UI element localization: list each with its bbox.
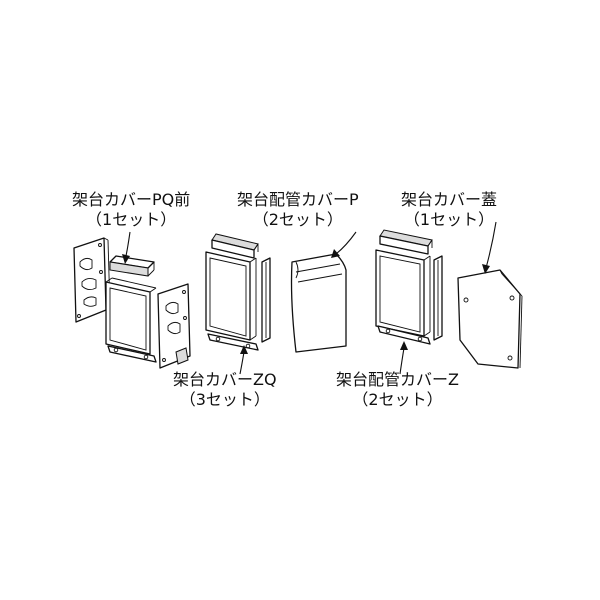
pipe-cover-z-side-strip	[433, 255, 443, 341]
zq-main-panel	[205, 251, 257, 341]
label-cover-zq-qty: （3セット）	[179, 390, 270, 409]
label-pq-front-name: 架台カバーPQ前	[72, 190, 191, 209]
pipe-cover-p-set	[290, 253, 347, 353]
pq-small-plate	[175, 347, 189, 365]
label-pipe-cover-z-name: 架台配管カバーZ	[336, 370, 459, 389]
label-pipe-cover-z-qty: （2セット）	[352, 390, 443, 409]
leader-lid-cover	[485, 221, 497, 269]
zq-side-strip	[261, 257, 271, 343]
leader-pq-front	[125, 231, 131, 257]
label-pipe-cover-z: 架台配管カバーZ （2セット）	[336, 370, 459, 410]
lid-cover-set	[457, 269, 523, 369]
zq-cover-set	[205, 233, 271, 351]
label-pq-front: 架台カバーPQ前 （1セット）	[72, 190, 190, 230]
label-lid-cover-qty: （1セット）	[403, 210, 495, 229]
label-cover-zq-name: 架台カバーZQ	[173, 370, 277, 389]
label-pq-front-qty: （1セット）	[86, 210, 177, 229]
pipe-cover-z-set	[375, 229, 443, 345]
pipe-cover-z-bottom-bracket	[377, 325, 431, 345]
leader-pipe-cover-z	[399, 347, 405, 375]
pipe-cover-z-top-rail	[379, 229, 433, 255]
pipe-cover-z-main-panel	[375, 249, 431, 337]
leader-cover-zq	[239, 351, 245, 375]
label-pipe-cover-p-name: 架台配管カバーP	[237, 190, 359, 209]
leader-lines	[122, 221, 497, 375]
pq-right-side-panel	[157, 283, 191, 369]
label-lid-cover-name: 架台カバー蓋	[401, 190, 498, 209]
pipe-cover-p-panel	[290, 253, 347, 353]
label-lid-cover: 架台カバー蓋 （1セット）	[401, 190, 497, 230]
label-pipe-cover-p-qty: （2セット）	[252, 210, 343, 229]
label-cover-zq: 架台カバーZQ （3セット）	[173, 370, 277, 410]
pq-front-cover-set	[73, 237, 191, 369]
lid-cover-panel	[457, 269, 523, 369]
pq-bottom-bracket	[107, 345, 157, 363]
leader-pipe-cover-p	[335, 231, 357, 255]
pq-left-side-panel	[73, 237, 111, 323]
pq-front-panel	[105, 277, 157, 355]
zq-bottom-bracket	[207, 333, 259, 351]
label-pipe-cover-p: 架台配管カバーP （2セット）	[237, 190, 359, 230]
zq-top-rail	[211, 233, 259, 259]
pq-top-rail	[109, 255, 155, 277]
